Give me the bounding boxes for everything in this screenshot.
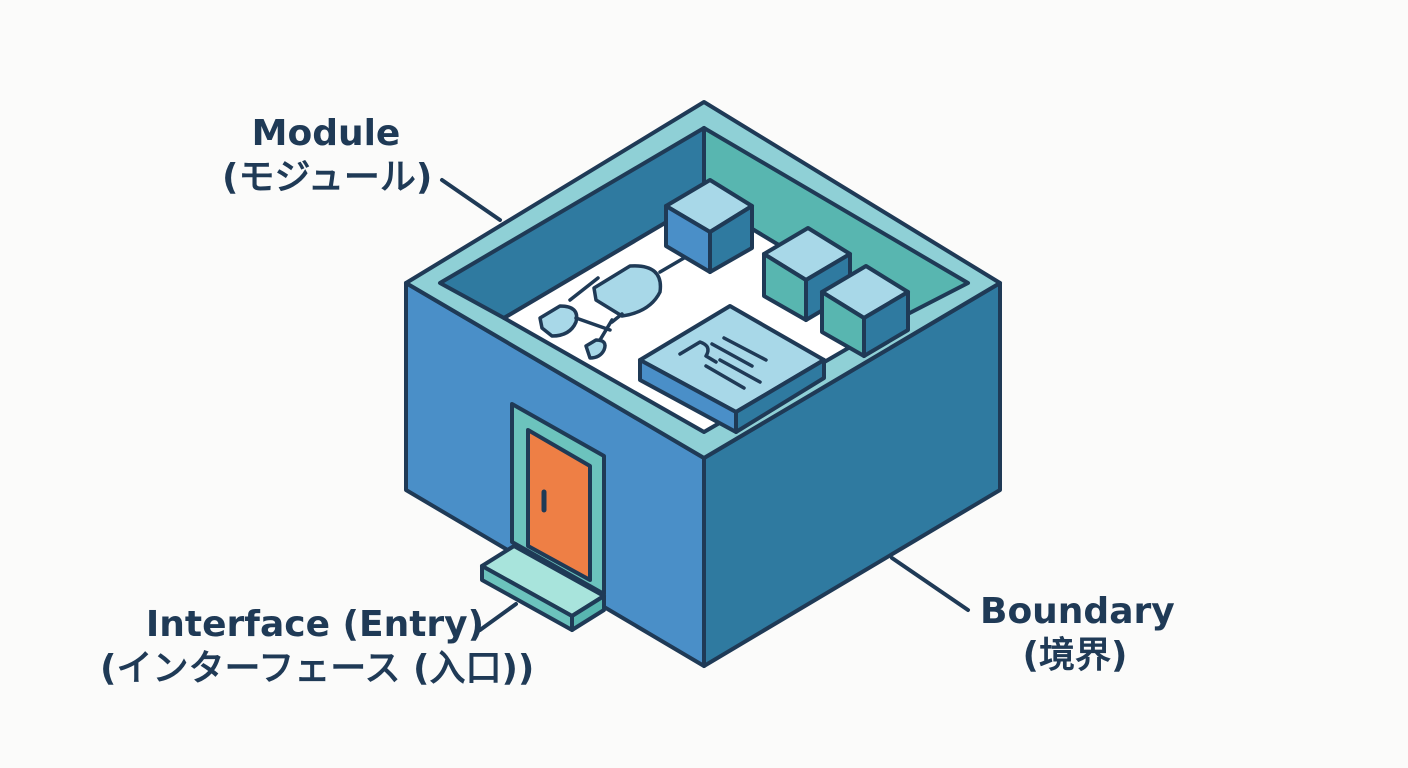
cube-icon xyxy=(820,264,910,358)
module-label-en: Module xyxy=(251,113,401,154)
cube-icon xyxy=(664,178,754,274)
door-icon[interactable] xyxy=(526,428,592,582)
interface-leader-line xyxy=(478,602,518,632)
interface-label-en: Interface (Entry) xyxy=(145,604,485,645)
boundary-label-ja: (境界) xyxy=(1022,635,1128,676)
door-step xyxy=(480,544,606,632)
boundary-label: Boundary (境界) xyxy=(980,590,1175,678)
logic-gate-icon xyxy=(538,256,686,360)
module-label: Module (モジュール) xyxy=(222,112,433,200)
boundary-leader-line xyxy=(890,556,970,612)
interface-label-ja: (インターフェース (入口)) xyxy=(100,648,535,689)
boundary-label-en: Boundary xyxy=(980,591,1175,632)
document-block-icon xyxy=(638,304,826,434)
module-leader-line xyxy=(440,178,502,222)
interface-label: Interface (Entry) (インターフェース (入口)) xyxy=(100,603,535,691)
module-label-ja: (モジュール) xyxy=(222,157,433,198)
